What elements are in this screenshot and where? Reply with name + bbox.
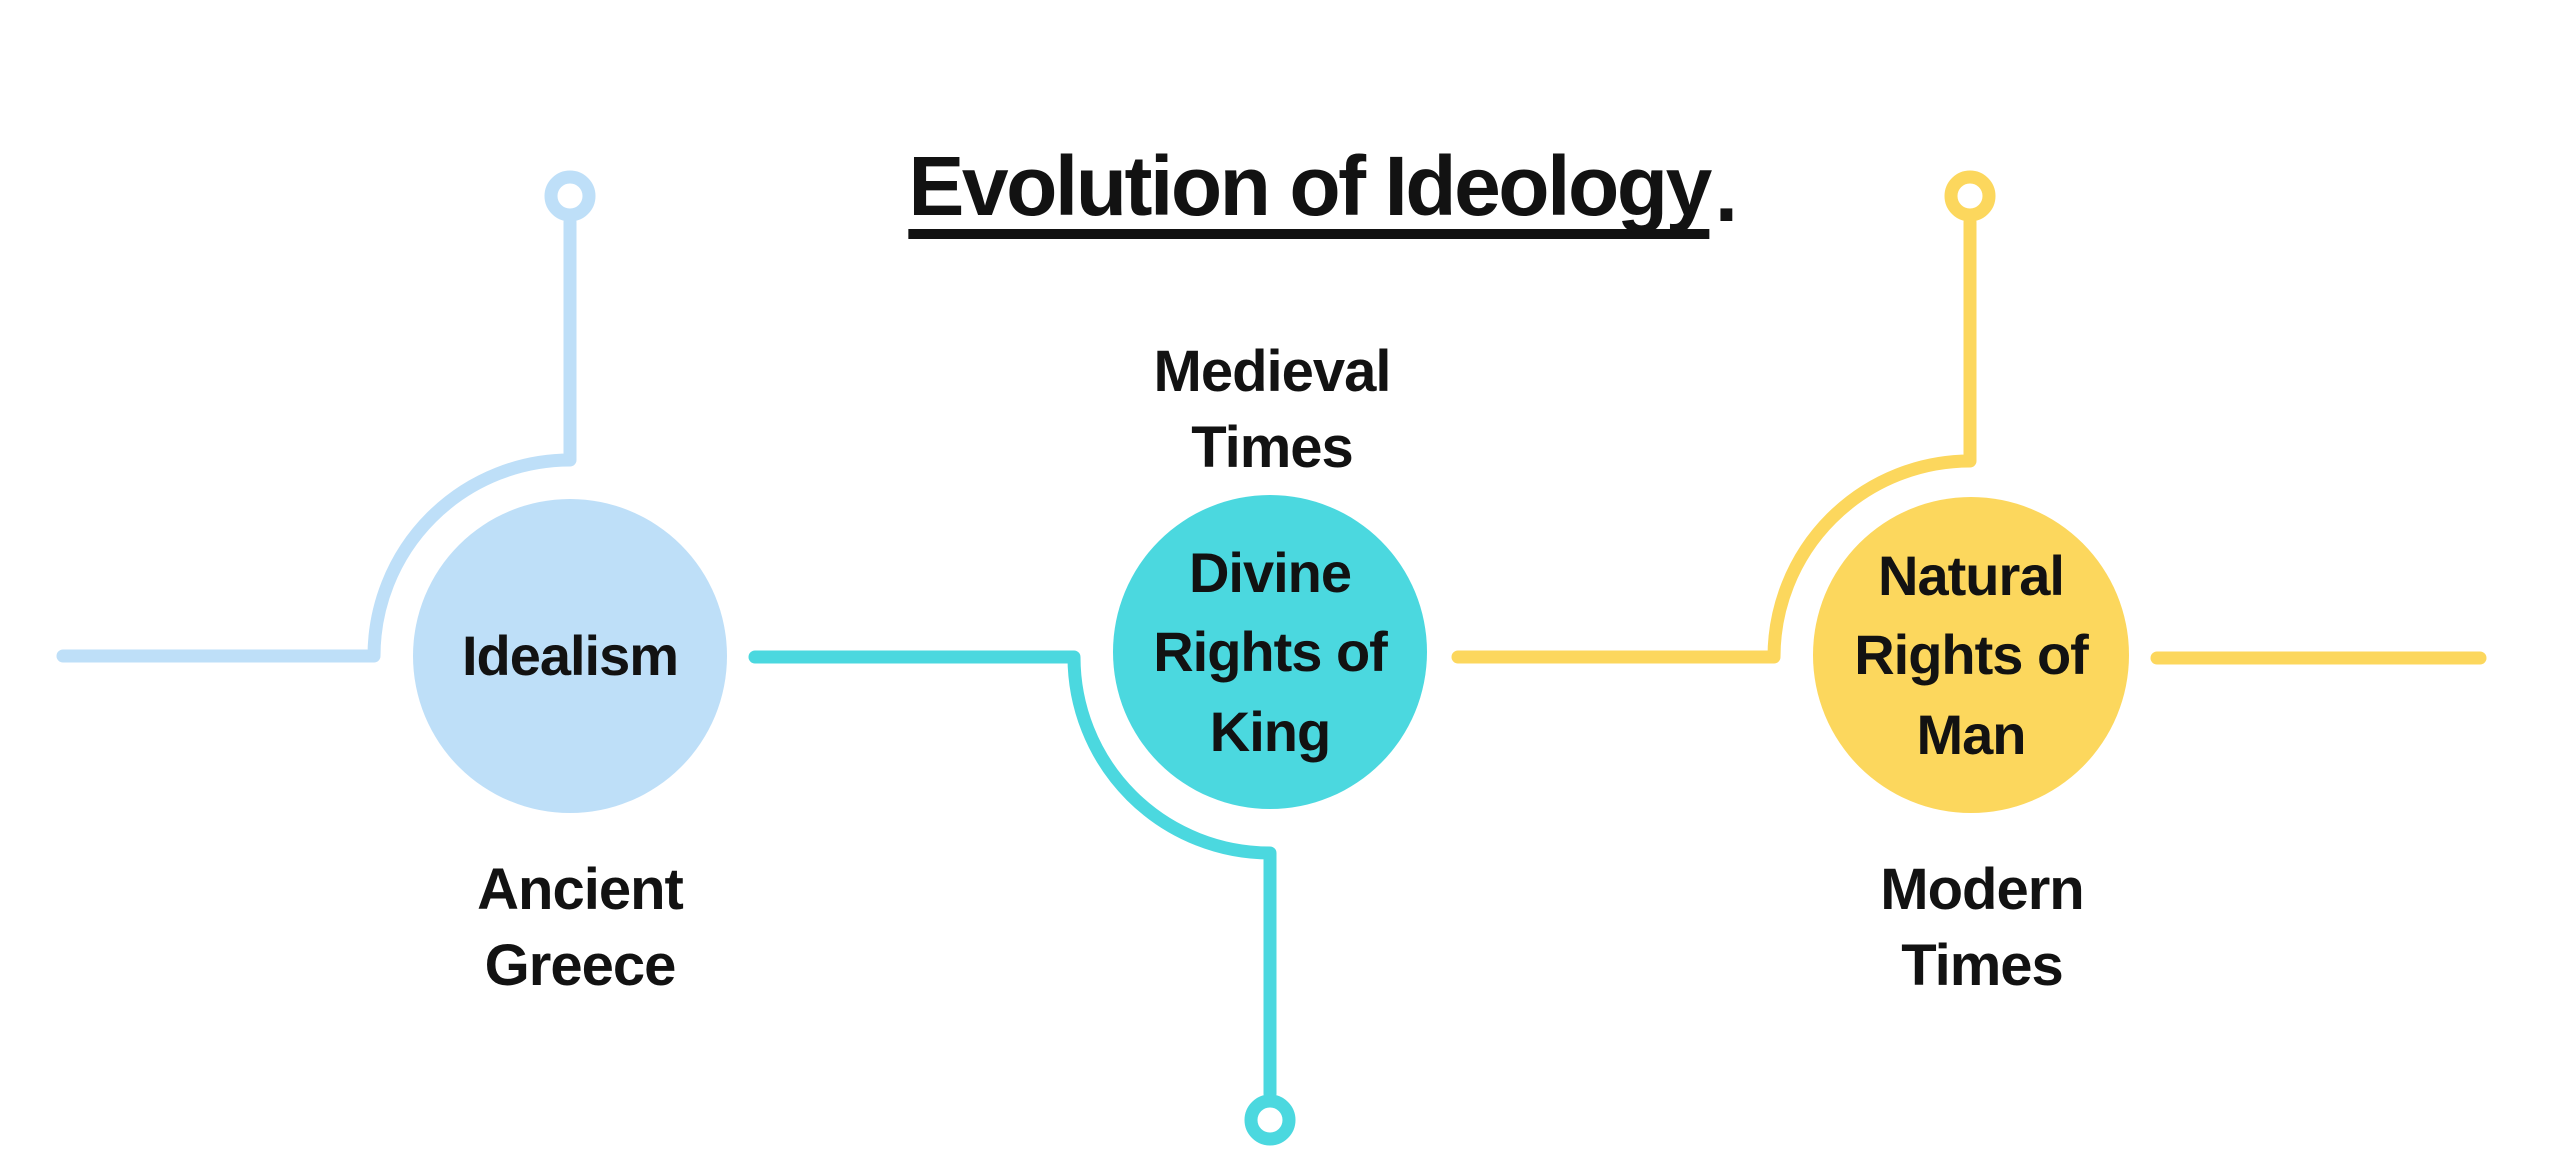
connector-line-divine-rights xyxy=(748,650,1277,1101)
page-title: Evolution of Ideology. xyxy=(908,144,1738,239)
node-label-divine-rights: Divine Rights of King xyxy=(1153,540,1388,763)
connector-line-natural-rights xyxy=(1451,215,1977,664)
page-title-text: Evolution of Ideology xyxy=(908,144,1712,239)
era-label-ancient-greece: Ancient Greece xyxy=(477,857,684,998)
node-label-natural-rights: Natural Rights of Man xyxy=(1854,543,2089,766)
connector-endpoint-ring-divine-rights xyxy=(1244,1094,1296,1146)
connector-line-idealism xyxy=(56,215,577,663)
era-label-modern-times: Modern Times xyxy=(1880,857,2084,998)
era-label-medieval-times: Medieval Times xyxy=(1153,339,1392,480)
connector-endpoint-ring-idealism xyxy=(544,170,596,222)
node-circle-idealism xyxy=(413,499,727,813)
node-circle-divine-rights xyxy=(1113,495,1427,809)
node-label-idealism: Idealism xyxy=(461,624,679,688)
connector-endpoint-ring-natural-rights xyxy=(1944,170,1996,222)
node-circle-natural-rights xyxy=(1813,497,2129,813)
page-title-period: . xyxy=(1714,145,1738,239)
